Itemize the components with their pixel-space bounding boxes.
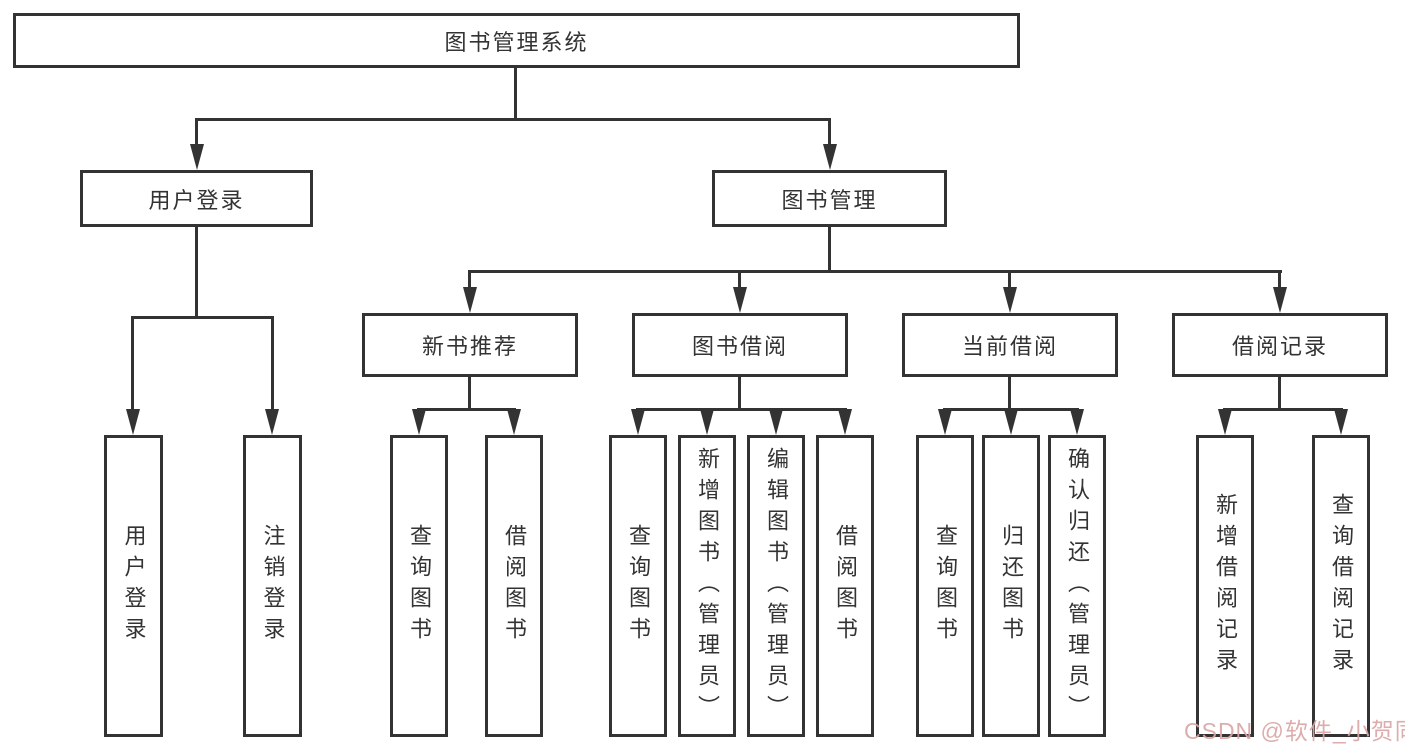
connector-book-management-hbar [468, 270, 1282, 273]
connector-current-borrowing-stem [1008, 377, 1011, 408]
leaf-borrow-books-1-label: 借阅图书 [502, 524, 527, 648]
connector-book-management-stem [828, 227, 831, 270]
node-book-borrowing: 图书借阅 [632, 313, 848, 377]
node-user-login: 用户登录 [80, 170, 313, 227]
connector-group4-stem [1278, 270, 1281, 287]
arrow-down-icon [1070, 409, 1084, 435]
leaf-query-books-3-label: 查询图书 [933, 524, 958, 648]
leaf-query-books-1-label: 查询图书 [407, 524, 432, 648]
connector-book-borrowing-hbar [636, 408, 847, 411]
node-book-management: 图书管理 [712, 170, 947, 227]
connector-group3-stem [1008, 270, 1011, 287]
node-current-borrowing-label: 当前借阅 [961, 334, 1058, 359]
leaf-query-borrow-record: 查询借阅记录 [1312, 435, 1370, 737]
connector-borrowing-records-hbar [1223, 408, 1343, 411]
node-root: 图书管理系统 [13, 13, 1020, 68]
arrow-down-icon [700, 409, 714, 435]
node-user-login-label: 用户登录 [148, 187, 245, 213]
leaf-return-books: 归还图书 [982, 435, 1040, 737]
arrow-down-icon [507, 409, 521, 435]
leaf-confirm-return-admin-label: 确认归还（管理员） [1065, 446, 1090, 726]
leaf-borrow-books-1: 借阅图书 [485, 435, 543, 737]
connector-user-login-hbar [131, 316, 274, 319]
arrow-down-icon [1003, 287, 1017, 313]
arrow-down-icon [190, 144, 204, 170]
node-book-management-label: 图书管理 [781, 187, 878, 213]
leaf-add-borrow-record: 新增借阅记录 [1196, 435, 1254, 737]
node-new-book-recommend: 新书推荐 [362, 313, 578, 377]
node-new-book-recommend-label: 新书推荐 [421, 334, 518, 359]
leaf-borrow-books-2-label: 借阅图书 [833, 524, 858, 648]
leaf-query-books-2-label: 查询图书 [626, 524, 651, 648]
connector-root-stem [514, 68, 517, 118]
arrow-down-icon [1218, 409, 1232, 435]
watermark: CSDN @软件_小贺同学 [1184, 718, 1405, 744]
leaf-add-books-admin-label: 新增图书（管理员） [695, 446, 720, 726]
leaf-logout: 注销登录 [243, 435, 302, 737]
connector-book-borrowing-stem [738, 377, 741, 408]
leaf-borrow-books-2: 借阅图书 [816, 435, 874, 737]
connector-group1-stem [468, 270, 471, 287]
arrow-down-icon [838, 409, 852, 435]
leaf-return-books-label: 归还图书 [999, 524, 1024, 648]
arrow-down-icon [823, 144, 837, 170]
arrow-down-icon [769, 409, 783, 435]
leaf-edit-books-admin: 编辑图书（管理员） [747, 435, 805, 737]
arrow-down-icon [463, 287, 477, 313]
arrow-down-icon [1334, 409, 1348, 435]
arrow-down-icon [1273, 287, 1287, 313]
connector-user-login-child2-stem [271, 316, 274, 409]
leaf-confirm-return-admin: 确认归还（管理员） [1048, 435, 1106, 737]
node-root-label: 图书管理系统 [444, 29, 589, 55]
arrow-down-icon [733, 287, 747, 313]
leaf-user-login: 用户登录 [104, 435, 163, 737]
node-borrowing-records: 借阅记录 [1172, 313, 1388, 377]
leaf-query-borrow-record-label: 查询借阅记录 [1329, 493, 1354, 679]
leaf-query-books-3: 查询图书 [916, 435, 974, 737]
connector-new-book-hbar [417, 408, 516, 411]
node-current-borrowing: 当前借阅 [902, 313, 1118, 377]
connector-root-left-stem [195, 118, 198, 144]
arrow-down-icon [412, 409, 426, 435]
leaf-query-books-2: 查询图书 [609, 435, 667, 737]
connector-borrowing-records-stem [1278, 377, 1281, 408]
leaf-edit-books-admin-label: 编辑图书（管理员） [764, 446, 789, 726]
arrow-down-icon [265, 409, 279, 435]
arrow-down-icon [126, 409, 140, 435]
connector-group2-stem [738, 270, 741, 287]
node-book-borrowing-label: 图书借阅 [691, 334, 788, 359]
leaf-query-books-1: 查询图书 [390, 435, 448, 737]
connector-new-book-stem [468, 377, 471, 408]
connector-user-login-stem [195, 227, 198, 316]
leaf-add-borrow-record-label: 新增借阅记录 [1213, 493, 1238, 679]
arrow-down-icon [938, 409, 952, 435]
connector-root-hbar [195, 118, 831, 121]
arrow-down-icon [1004, 409, 1018, 435]
connector-root-right-stem [828, 118, 831, 144]
arrow-down-icon [631, 409, 645, 435]
node-borrowing-records-label: 借阅记录 [1231, 334, 1328, 359]
connector-user-login-child1-stem [131, 316, 134, 409]
leaf-add-books-admin: 新增图书（管理员） [678, 435, 736, 737]
leaf-user-login-label: 用户登录 [121, 524, 147, 648]
leaf-logout-label: 注销登录 [260, 524, 286, 648]
